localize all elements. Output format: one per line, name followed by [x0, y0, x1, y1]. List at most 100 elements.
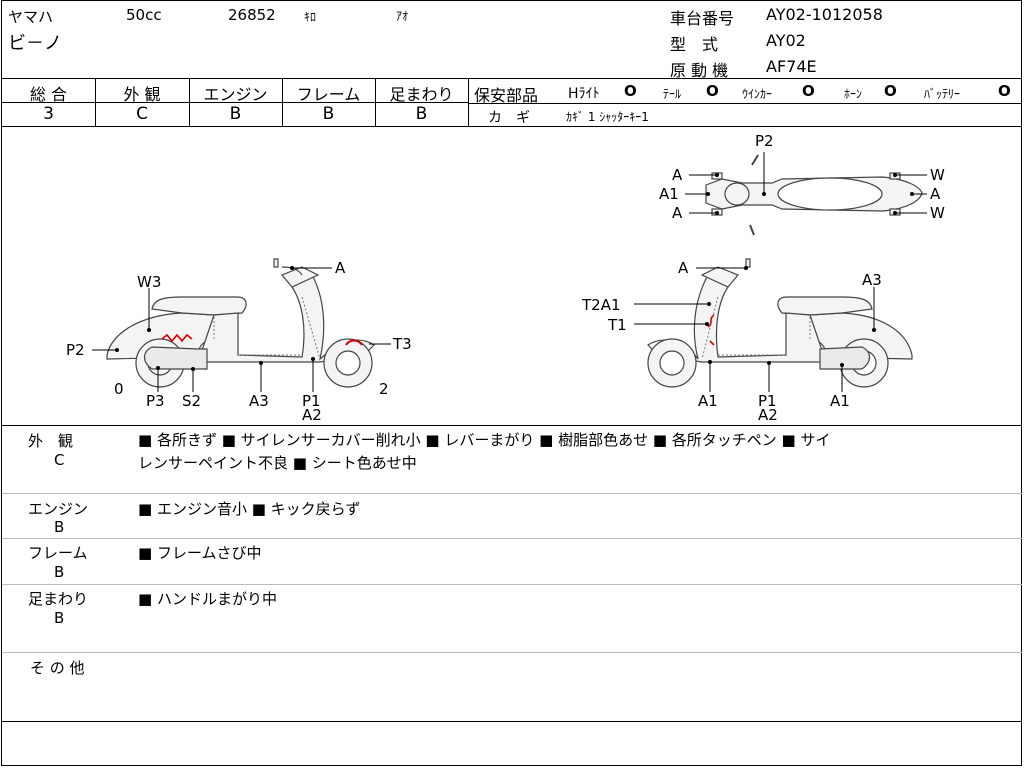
safety-mark-taillight: O [706, 82, 719, 100]
safety-mark-winker: O [802, 82, 815, 100]
right-view-callouts [634, 267, 875, 392]
note-suspension-category: 足まわり [28, 590, 89, 608]
top-label-a-upper: A [672, 166, 683, 184]
note-suspension-line1: ■ ハンドルまがり中 [138, 590, 277, 608]
safety-mark-horn: O [884, 82, 897, 100]
note-exterior-category: 外 観 [28, 432, 74, 450]
divider [2, 584, 1022, 585]
engine-code: AF74E [766, 57, 817, 76]
top-label-w-lower: W [930, 204, 945, 222]
grade-suspension-value: B [415, 104, 428, 124]
divider [2, 721, 1022, 722]
divider [2, 126, 1022, 127]
top-label-p2: P2 [755, 132, 774, 150]
safety-mark-battery: O [998, 82, 1011, 100]
scooter-top-view [705, 154, 923, 236]
divider [2, 102, 468, 103]
right-label-p1: P1 [758, 392, 777, 410]
divider [2, 78, 1022, 79]
key-label: カ ギ [488, 110, 530, 126]
note-suspension-grade: B [54, 609, 65, 627]
label-p2: P2 [66, 341, 85, 359]
grade-engine-label: エンジン [203, 85, 268, 104]
label-w3: W3 [137, 273, 161, 291]
divider [2, 425, 1022, 426]
grade-exterior-value: C [136, 104, 148, 124]
right-label-t1: T1 [607, 316, 627, 334]
safety-item-headlight: Hﾗｲﾄ [568, 86, 600, 102]
right-label-a1-front: A1 [698, 392, 718, 410]
top-label-a-right: A [930, 185, 941, 203]
note-engine-line1: ■ エンジン音小 ■ キック戻らず [138, 500, 361, 518]
divider [189, 78, 190, 126]
damage-diagram: W3 A P2 T3 0 P3 S2 A3 P1 A2 2 [66, 132, 945, 424]
label-0: 0 [114, 380, 124, 398]
model-code-label: 型 式 [670, 35, 719, 54]
right-label-a1-rear: A1 [830, 392, 850, 410]
label-s2: S2 [182, 392, 201, 410]
divider [2, 538, 1022, 539]
top-label-w-upper: W [930, 166, 945, 184]
divider [468, 78, 469, 126]
label-2: 2 [379, 380, 389, 398]
scooter-left-view [106, 258, 375, 388]
grade-frame-value: B [322, 104, 335, 124]
note-exterior-line2: レンサーペイント不良 ■ シート色あせ中 [138, 454, 417, 472]
model-name: ビ－ノ [8, 33, 62, 54]
label-p3: P3 [146, 392, 165, 410]
displacement: 50cc [126, 6, 162, 24]
scooter-right-view [647, 258, 913, 388]
right-label-t2a1: T2A1 [581, 296, 621, 314]
damage-mark [345, 339, 363, 346]
grade-frame-label: フレーム [296, 85, 361, 104]
damage-mark [709, 340, 715, 346]
note-engine-category: エンジン [28, 500, 89, 518]
mileage: 26852 [228, 6, 276, 24]
safety-item-battery: ﾊﾞｯﾃﾘｰ [924, 87, 961, 101]
key-value: ｶｷﾞ 1 ｼｬｯﾀｰｷｰ1 [566, 110, 649, 124]
grade-exterior-label: 外 観 [123, 85, 161, 104]
right-label-a: A [678, 259, 689, 277]
model-code: AY02 [766, 31, 806, 50]
divider [95, 78, 96, 126]
safety-label: 保安部品 [474, 86, 539, 105]
maker: ヤマハ [8, 8, 54, 26]
note-exterior-grade: C [54, 451, 65, 469]
divider [468, 103, 1022, 104]
note-frame-line1: ■ フレームさび中 [138, 544, 262, 562]
damage-mark [707, 314, 715, 328]
label-a: A [335, 259, 346, 277]
color: ｱｵ [396, 9, 409, 23]
top-label-a1: A1 [659, 185, 679, 203]
left-view-callouts [92, 267, 391, 392]
frame-number: AY02-1012058 [766, 5, 883, 24]
note-other-category: そ の 他 [30, 659, 85, 677]
safety-item-horn: ﾎｰﾝ [844, 87, 863, 101]
mileage-unit: ｷﾛ [304, 10, 317, 24]
label-t3: T3 [392, 335, 412, 353]
divider [375, 78, 376, 126]
note-engine-grade: B [54, 518, 65, 536]
divider [282, 78, 283, 126]
label-a2: A2 [302, 406, 322, 424]
safety-item-taillight: ﾃｰﾙ [663, 87, 682, 101]
grade-engine-value: B [229, 104, 242, 124]
note-exterior-line1: ■ 各所きず ■ サイレンサーカバー削れ小 ■ レバーまがり ■ 樹脂部色あせ … [138, 431, 831, 449]
note-frame-grade: B [54, 563, 65, 581]
divider [2, 652, 1022, 653]
top-view-callouts [685, 152, 927, 214]
safety-mark-headlight: O [624, 82, 637, 100]
safety-item-winker: ｳｲﾝｶｰ [742, 87, 773, 101]
note-frame-category: フレーム [28, 544, 88, 562]
right-label-a2: A2 [758, 406, 778, 424]
top-label-a-lower: A [672, 204, 683, 222]
label-p1: P1 [302, 392, 321, 410]
grade-suspension-label: 足まわり [389, 85, 454, 104]
label-a3: A3 [249, 392, 269, 410]
engine-code-label: 原 動 機 [670, 61, 729, 80]
grade-overall-value: 3 [43, 104, 54, 124]
frame-number-label: 車台番号 [670, 9, 735, 28]
damage-mark [161, 333, 193, 343]
grade-overall-label: 総 合 [29, 85, 68, 104]
